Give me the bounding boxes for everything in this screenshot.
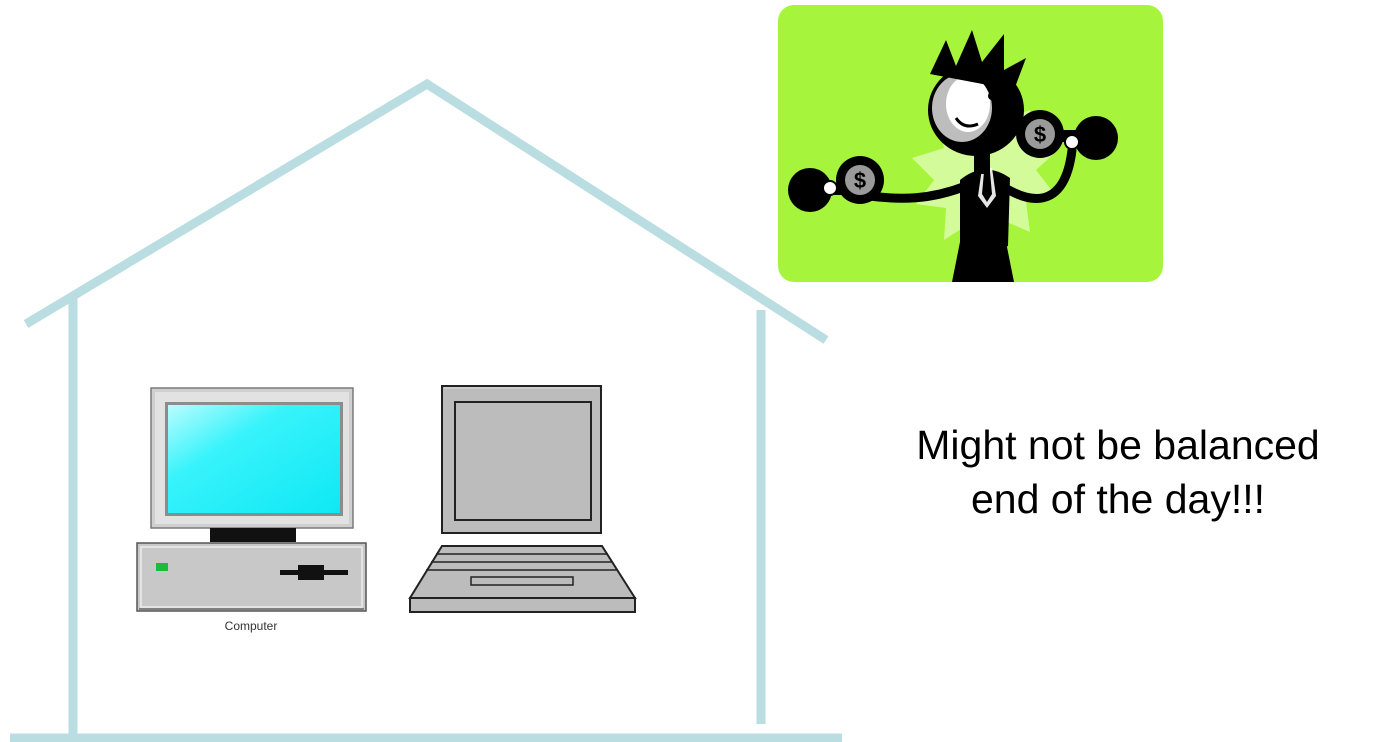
caption-line-1: Might not be balanced — [848, 418, 1388, 472]
house-roof — [26, 84, 826, 340]
laptop-icon — [410, 386, 635, 612]
computer-label: Computer — [225, 619, 278, 633]
monitor-screen — [168, 405, 340, 513]
power-led — [156, 563, 168, 571]
caption-line-2: end of the day!!! — [848, 472, 1388, 526]
weightlifter-clipart: $ $ — [778, 5, 1163, 282]
caption-text: Might not be balanced end of the day!!! — [848, 418, 1388, 526]
house-outline — [10, 84, 842, 741]
desktop-computer-icon — [137, 388, 366, 611]
dollar-sign-left: $ — [854, 168, 866, 193]
dollar-sign-right: $ — [1034, 122, 1046, 147]
